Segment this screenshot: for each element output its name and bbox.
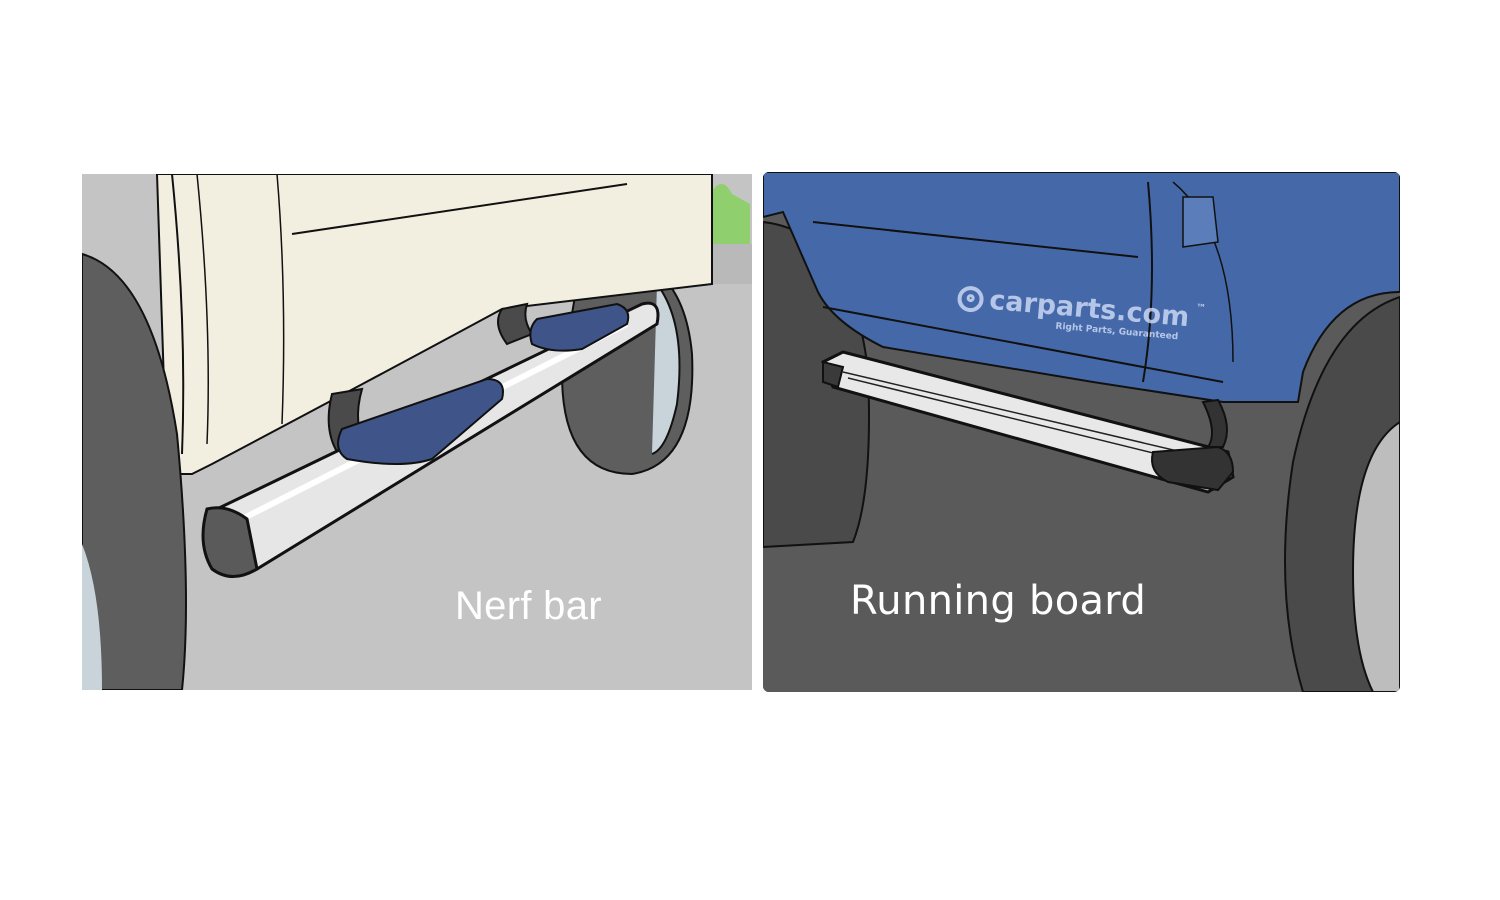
location-pin-icon <box>956 284 985 313</box>
running-board-drawing <box>763 172 1400 692</box>
nerf-bar-drawing <box>82 174 752 690</box>
running-board-caption: Running board <box>850 578 1147 624</box>
nerf-bar-caption: Nerf bar <box>455 584 602 628</box>
nerf-bar-illustration: Nerf bar <box>82 174 752 690</box>
watermark-trademark: ™ <box>1195 302 1207 315</box>
